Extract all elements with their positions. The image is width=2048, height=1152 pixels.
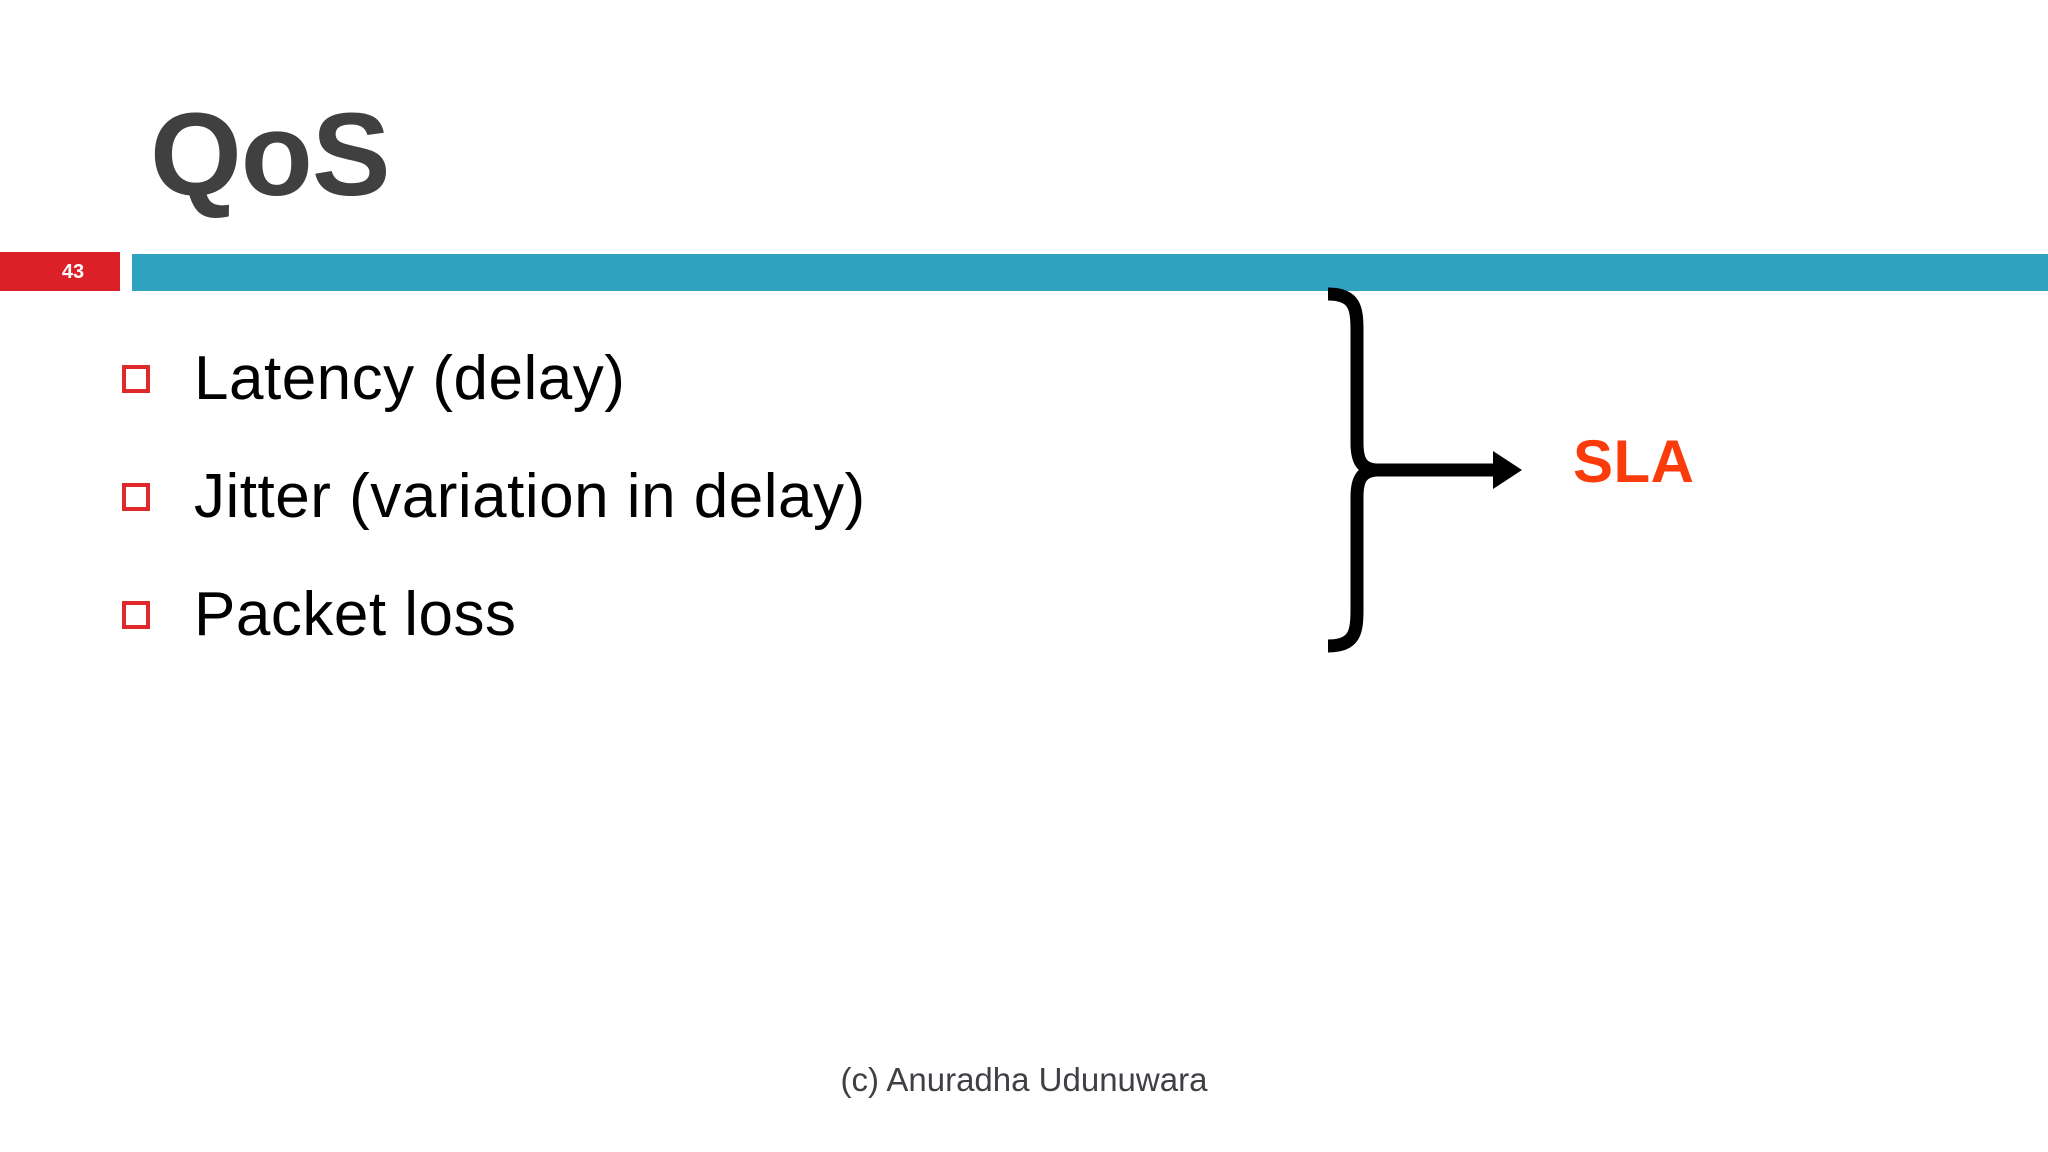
slide-number-badge: 43 (0, 252, 120, 291)
sla-callout-label: SLA (1573, 428, 1695, 495)
right-arrow-icon (1493, 451, 1522, 489)
footer-credit: (c) Anuradha Udunuwara (840, 1061, 1208, 1098)
bullet-list: Latency (delay) Jitter (variation in del… (122, 320, 1242, 674)
hollow-square-bullet-icon (122, 365, 150, 393)
list-item-label: Packet loss (194, 580, 517, 650)
list-item: Packet loss (122, 556, 1242, 674)
page-title: QoS (150, 89, 391, 221)
list-item: Jitter (variation in delay) (122, 438, 1242, 556)
slide-number-label: 43 (61, 260, 85, 283)
list-item-label: Latency (delay) (194, 344, 626, 414)
header-accent-bar (132, 254, 2048, 291)
hollow-square-bullet-icon (122, 601, 150, 629)
grouping-diagram (1300, 275, 1600, 665)
hollow-square-bullet-icon (122, 483, 150, 511)
list-item-label: Jitter (variation in delay) (194, 462, 866, 532)
list-item: Latency (delay) (122, 320, 1242, 438)
right-curly-brace-icon (1327, 287, 1383, 653)
